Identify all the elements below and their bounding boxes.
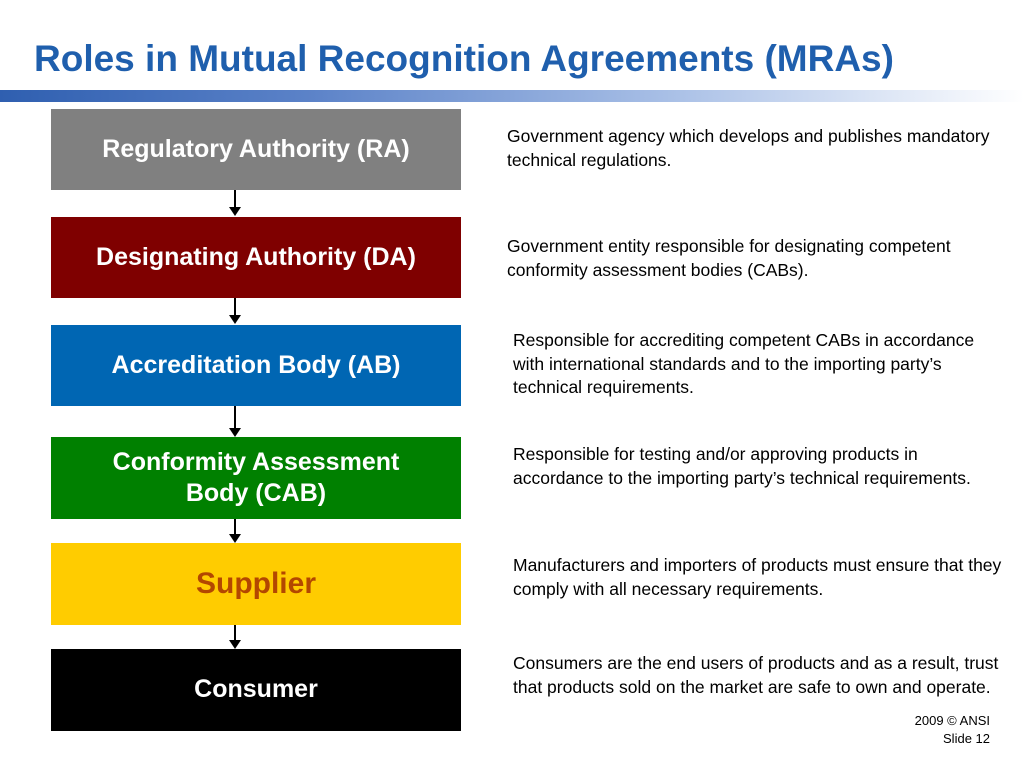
flow-arrow	[229, 298, 241, 324]
role-box-designating-authority: Designating Authority (DA)	[51, 217, 461, 298]
role-description-designating-authority: Government entity responsible for design…	[507, 236, 951, 280]
role-label: Regulatory Authority (RA)	[102, 134, 410, 163]
role-description-supplier: Manufacturers and importers of products …	[513, 555, 1002, 599]
role-description-conformity-assessment-body: Responsible for testing and/or approving…	[513, 444, 971, 488]
slide-number: Slide 12	[943, 730, 990, 746]
flow-arrow	[229, 190, 241, 216]
title-underline	[0, 90, 1024, 102]
role-description-regulatory-authority: Government agency which develops and pub…	[507, 126, 990, 170]
slide-footer: 2009 © ANSI Slide 12	[915, 712, 990, 747]
role-label: Accreditation Body (AB)	[111, 350, 401, 379]
role-box-consumer: Consumer	[51, 649, 461, 731]
slide-title: Roles in Mutual Recognition Agreements (…	[34, 38, 894, 79]
role-label: Designating Authority (DA)	[96, 242, 416, 271]
flow-arrow	[229, 406, 241, 437]
copyright-text: 2009 © ANSI	[914, 713, 990, 728]
role-description-accreditation-body: Responsible for accrediting competent CA…	[513, 330, 975, 398]
role-label: Supplier	[195, 567, 316, 601]
flow-arrow	[229, 625, 241, 649]
role-label: Consumer	[194, 675, 318, 704]
role-box-regulatory-authority: Regulatory Authority (RA)	[51, 109, 461, 190]
role-box-supplier: Supplier	[51, 543, 461, 625]
role-label-line1: Conformity Assessment	[112, 447, 400, 476]
role-label-line2: Body (CAB)	[185, 479, 327, 507]
role-box-accreditation-body: Accreditation Body (AB)	[51, 325, 461, 406]
role-description-consumer: Consumers are the end users of products …	[513, 653, 999, 697]
role-box-conformity-assessment-body: Conformity Assessment Body (CAB)	[51, 437, 461, 519]
flow-arrow	[229, 519, 241, 543]
